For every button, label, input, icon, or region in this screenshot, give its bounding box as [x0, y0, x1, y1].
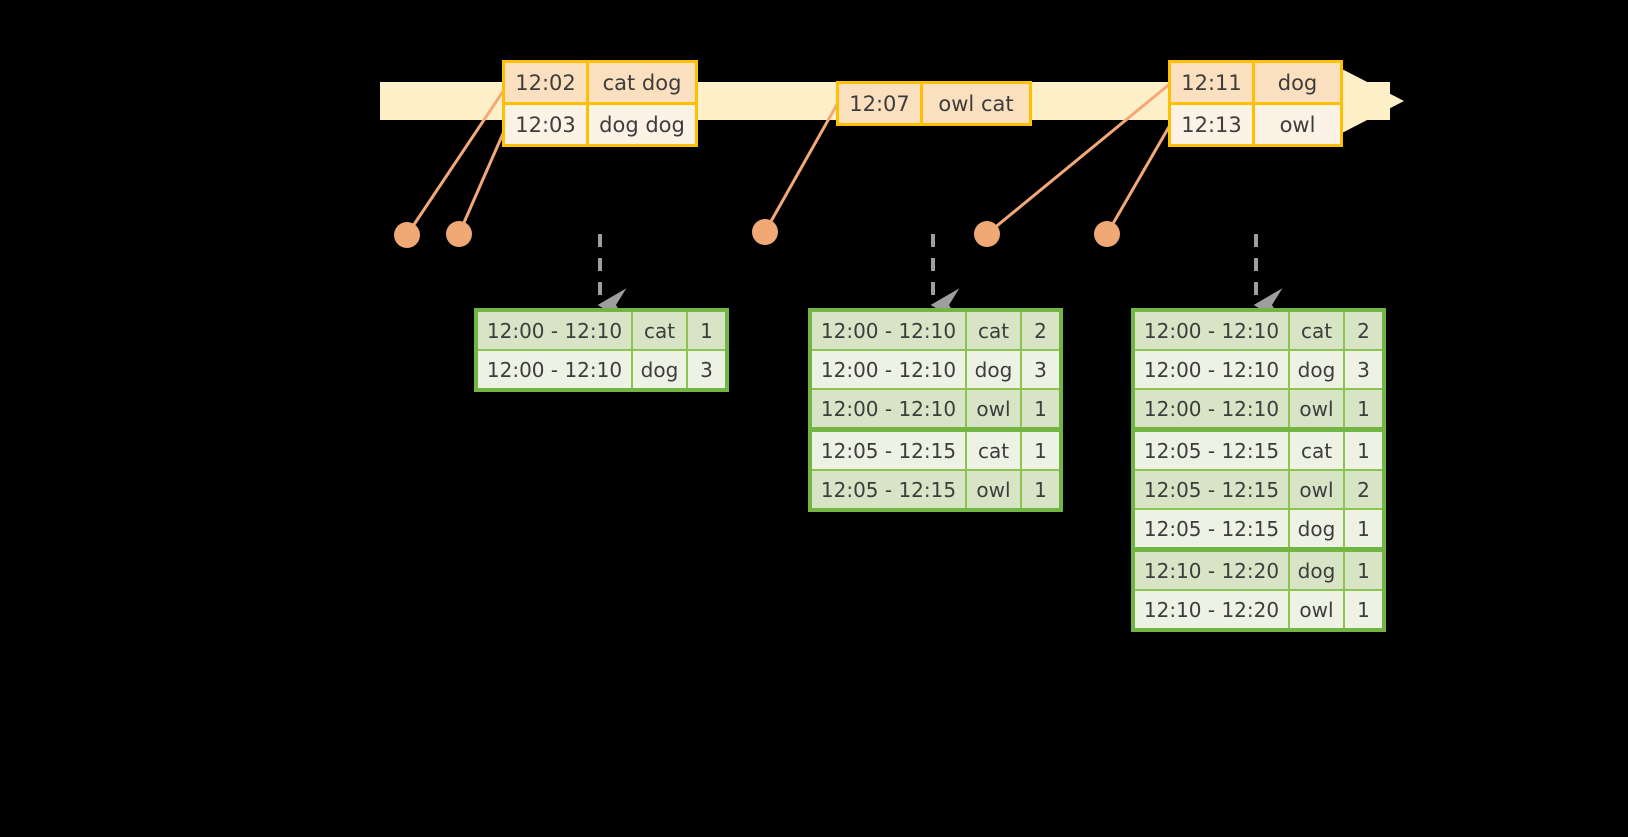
result-key: dog: [1290, 552, 1345, 589]
connector-lines: [405, 76, 1179, 236]
event-time: 12:03: [505, 105, 589, 144]
connector-line: [763, 91, 846, 233]
event-dot[interactable]: [446, 221, 472, 247]
connector-line: [1105, 112, 1179, 235]
result-key: cat: [967, 432, 1022, 469]
result-window: 12:05 - 12:15: [1135, 510, 1290, 547]
event-value: owl cat: [923, 84, 1029, 123]
result-window: 12:05 - 12:15: [1135, 432, 1290, 469]
result-key: cat: [1290, 312, 1345, 349]
result-count: 1: [1345, 591, 1382, 628]
result-window: 12:10 - 12:20: [1135, 591, 1290, 628]
event-time: 12:13: [1171, 105, 1255, 144]
result-window: 12:05 - 12:15: [812, 471, 967, 508]
result-key: dog: [633, 351, 688, 388]
result-count: 3: [688, 351, 725, 388]
result-count: 3: [1345, 351, 1382, 388]
result-key: owl: [967, 471, 1022, 508]
result-count: 2: [1345, 471, 1382, 508]
event-dot[interactable]: [394, 222, 420, 248]
result-count: 1: [1345, 510, 1382, 547]
event-dot[interactable]: [752, 219, 778, 245]
result-key: cat: [633, 312, 688, 349]
result-window: 12:00 - 12:10: [1135, 312, 1290, 349]
connector-line: [986, 76, 1178, 236]
result-key: owl: [967, 390, 1022, 427]
result-key: owl: [1290, 591, 1345, 628]
result-count: 1: [1022, 432, 1059, 469]
result-count: 1: [1345, 390, 1382, 427]
result-key: dog: [967, 351, 1022, 388]
result-window: 12:00 - 12:10: [478, 312, 633, 349]
result-window: 12:00 - 12:10: [812, 390, 967, 427]
result-key: owl: [1290, 471, 1345, 508]
event-time: 12:07: [839, 84, 923, 123]
event-time: 12:02: [505, 63, 589, 102]
event-value: dog dog: [589, 105, 695, 144]
event-dot[interactable]: [1094, 221, 1120, 247]
result-window: 12:05 - 12:15: [812, 432, 967, 469]
dashed-arrows: [597, 234, 1283, 322]
result-key: dog: [1290, 510, 1345, 547]
result-count: 2: [1022, 312, 1059, 349]
event-value: cat dog: [589, 63, 695, 102]
result-count: 1: [1345, 432, 1382, 469]
result-window: 12:00 - 12:10: [812, 312, 967, 349]
result-window: 12:00 - 12:10: [812, 351, 967, 388]
result-window: 12:05 - 12:15: [1135, 471, 1290, 508]
result-key: cat: [1290, 432, 1345, 469]
result-key: cat: [967, 312, 1022, 349]
connector-line: [405, 77, 514, 236]
result-window: 12:10 - 12:20: [1135, 552, 1290, 589]
event-time: 12:11: [1171, 63, 1255, 102]
event-value: dog: [1255, 63, 1340, 102]
result-key: dog: [1290, 351, 1345, 388]
event-value: owl: [1255, 105, 1340, 144]
result-count: 1: [688, 312, 725, 349]
result-count: 1: [1022, 390, 1059, 427]
result-window: 12:00 - 12:10: [1135, 351, 1290, 388]
result-window: 12:00 - 12:10: [478, 351, 633, 388]
result-count: 3: [1022, 351, 1059, 388]
event-dot[interactable]: [974, 221, 1000, 247]
result-window: 12:00 - 12:10: [1135, 390, 1290, 427]
result-count: 1: [1022, 471, 1059, 508]
result-count: 1: [1345, 552, 1382, 589]
result-count: 2: [1345, 312, 1382, 349]
event-dots: [394, 219, 1120, 248]
result-key: owl: [1290, 390, 1345, 427]
